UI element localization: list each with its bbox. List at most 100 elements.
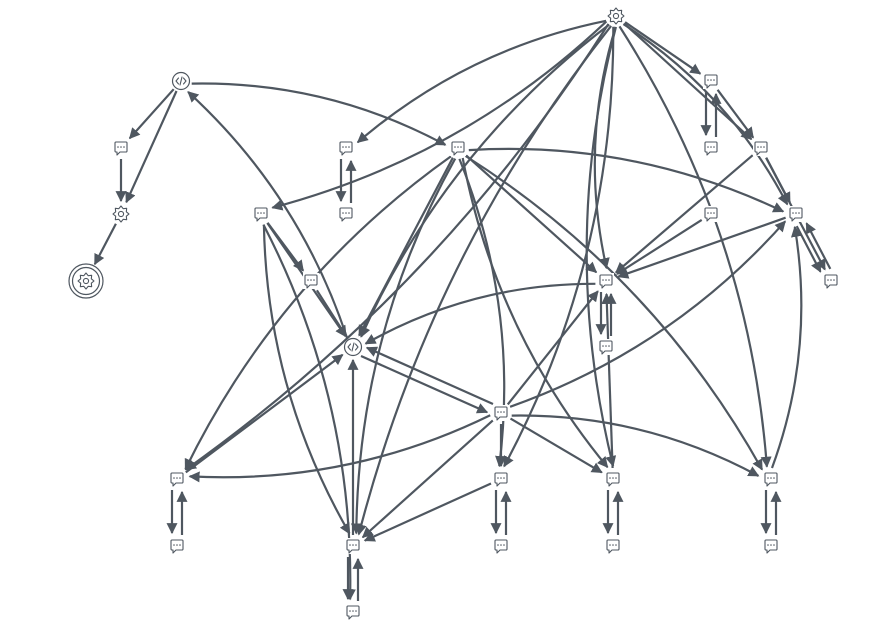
edges-layer (93, 19, 832, 601)
edge-gear-mid-to-gear-final (93, 223, 117, 266)
edge-msg-hub-to-msg-bottom-5 (465, 155, 764, 471)
edge-msg-bottom-4-to-msg-center-right (601, 292, 614, 469)
chat-bubble-icon (493, 538, 509, 554)
chat-bubble-icon (605, 538, 621, 554)
edge-msg-hub-to-msg-bottom-1 (184, 155, 452, 471)
edge-msg-lower-hub-to-msg-bottom-4 (509, 417, 603, 474)
chat-bubble-icon (823, 273, 839, 289)
chat-bubble-icon (493, 405, 509, 421)
chat-bubble-icon (598, 339, 614, 355)
node-msg-bottom-3 (493, 471, 509, 487)
gear-icon (68, 263, 104, 299)
chat-bubble-icon (450, 140, 466, 156)
node-msg-bottom-3-child (493, 538, 509, 554)
node-msg-top-left (113, 140, 129, 156)
node-msg-right-b-child (823, 273, 839, 289)
chat-bubble-icon (169, 538, 185, 554)
node-msg-a (338, 140, 354, 156)
chat-bubble-icon (598, 273, 614, 289)
chat-bubble-icon (605, 471, 621, 487)
edge-root-to-msg-a (356, 19, 607, 144)
edge-msg-right-mid-to-msg-center-right (615, 154, 754, 274)
edge-root-to-msg-bottom-1 (185, 23, 610, 471)
edge-msg-b-to-msg-bottom-2 (262, 224, 351, 535)
edge-msg-right-b-to-msg-center-right (617, 216, 786, 279)
edge-root-to-msg-b (271, 20, 608, 211)
node-msg-center-right-child (598, 339, 614, 355)
node-msg-bottom-1-child (169, 538, 185, 554)
node-msg-right-top-child (703, 140, 719, 156)
edge-msg-lower-hub-to-msg-right-b (509, 220, 787, 408)
node-msg-bottom-2 (345, 538, 361, 554)
node-msg-bottom-5-child (763, 538, 779, 554)
edge-msg-b-child-to-code-center (315, 289, 347, 337)
node-msg-bottom-4 (605, 471, 621, 487)
edge-root-to-msg-bottom-4 (585, 26, 617, 468)
edge-msg-center-right-to-code-center (364, 282, 596, 345)
edge-root-to-msg-center-right (593, 26, 617, 270)
edge-code-top-to-msg-top-left (128, 88, 175, 140)
edge-msg-lower-hub-to-msg-bottom-5 (511, 414, 760, 477)
edge-msg-hub-to-msg-bottom-2 (350, 158, 457, 535)
node-msg-right-a (703, 206, 719, 222)
node-msg-right-top (703, 73, 719, 89)
edge-code-center-to-msg-lower-hub (360, 354, 489, 414)
edge-code-center-to-code-top (187, 91, 349, 339)
edge-root-to-msg-bottom-2 (355, 25, 612, 536)
chat-bubble-icon (253, 206, 269, 222)
node-msg-hub (450, 140, 466, 156)
chat-bubble-icon (345, 538, 361, 554)
edge-msg-bottom-1-to-code-center (185, 353, 344, 474)
edge-msg-hub-to-msg-center-right (465, 154, 598, 274)
edge-msg-lower-hub-to-msg-center-right (506, 290, 599, 406)
chat-bubble-icon (113, 140, 129, 156)
nodes-layer (68, 7, 839, 620)
node-msg-bottom-2-grandchild (345, 604, 361, 620)
gear-icon (607, 7, 625, 25)
edge-msg-right-b-child-to-msg-right-b (805, 222, 832, 270)
chat-bubble-icon (169, 471, 185, 487)
chat-bubble-icon (493, 471, 509, 487)
edge-msg-hub-to-msg-bottom-4 (461, 157, 609, 469)
edge-msg-bottom-3-to-msg-bottom-2 (363, 482, 492, 542)
chat-bubble-icon (338, 140, 354, 156)
chat-bubble-icon (703, 140, 719, 156)
node-msg-bottom-1 (169, 471, 185, 487)
edge-root-to-msg-bottom-5 (618, 25, 772, 468)
node-msg-bottom-4-child (605, 538, 621, 554)
edge-msg-hub-to-msg-bottom-3 (458, 158, 506, 468)
edge-msg-bottom-5-to-msg-right-b (770, 225, 803, 469)
node-msg-bottom-5 (763, 471, 779, 487)
edge-root-to-msg-right-top (624, 21, 702, 75)
chat-bubble-icon (763, 538, 779, 554)
node-code-center (343, 337, 363, 357)
chat-bubble-icon (763, 471, 779, 487)
code-icon (343, 337, 363, 357)
chat-bubble-icon (703, 73, 719, 89)
node-gear-mid (112, 205, 130, 223)
code-icon (171, 71, 191, 91)
node-msg-b-child (303, 273, 319, 289)
edge-msg-right-top-to-msg-right-mid (716, 89, 755, 139)
chat-bubble-icon (303, 273, 319, 289)
chat-bubble-icon (788, 206, 804, 222)
edge-code-top-to-gear-mid (125, 90, 178, 204)
edge-msg-lower-hub-to-code-center (365, 346, 494, 406)
chat-bubble-icon (338, 206, 354, 222)
chat-bubble-icon (703, 206, 719, 222)
node-msg-center-right (598, 273, 614, 289)
edge-msg-hub-to-code-center (358, 157, 454, 337)
edge-msg-right-a-to-msg-center-right (616, 218, 703, 275)
edge-msg-hub-to-msg-right-b (468, 147, 785, 213)
edge-msg-lower-hub-to-msg-bottom-1 (188, 414, 491, 483)
node-msg-right-mid (753, 140, 769, 156)
node-gear-final (68, 263, 104, 299)
node-msg-lower-hub (493, 405, 509, 421)
node-root (607, 7, 625, 25)
chat-bubble-icon (753, 140, 769, 156)
node-code-top (171, 71, 191, 91)
node-msg-right-b (788, 206, 804, 222)
edge-msg-lower-hub-to-msg-bottom-2 (361, 419, 494, 539)
gear-icon (112, 205, 130, 223)
